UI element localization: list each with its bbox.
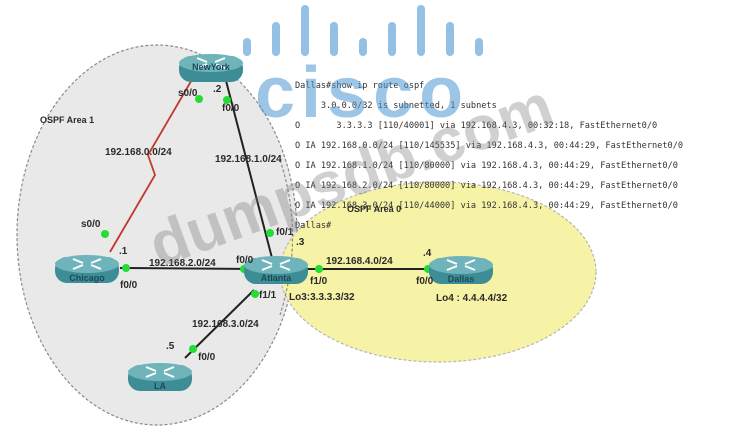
- router-top: [128, 363, 192, 381]
- terminal-line: O IA 192.168.2.0/24 [110/80000] via 192.…: [295, 181, 678, 191]
- router-arrows-icon: [196, 57, 226, 69]
- area-1-label: OSPF Area 1: [40, 115, 95, 125]
- router-arrows-icon: [72, 258, 102, 270]
- area-0-label: OSPF Area 0: [347, 204, 402, 214]
- ospf-area-1-border: [279, 159, 294, 316]
- host-id-atlanta: .3: [296, 237, 305, 248]
- router-arrows-icon: [261, 259, 291, 271]
- cisco-logo-bars: [243, 5, 483, 56]
- if-chicago-s0-0: s0/0: [81, 219, 101, 230]
- router-atlanta[interactable]: [244, 256, 308, 284]
- if-newyork-s0-0: s0/0: [178, 88, 198, 99]
- router-chicago[interactable]: [55, 255, 119, 283]
- host-id-newyork: .2: [213, 84, 222, 95]
- router-top: [429, 256, 493, 274]
- if-atlanta-f0-0: f0/0: [236, 255, 254, 266]
- terminal-line: O 3.3.3.3 [110/40001] via 192.168.4.3, 0…: [295, 121, 658, 131]
- network-label-atlanta-la: 192.168.3.0/24: [192, 319, 259, 330]
- host-id-chicago: .1: [119, 246, 128, 257]
- if-la-f0-0: f0/0: [198, 352, 216, 363]
- network-label-ny-chicago: 192.168.0.0/24: [105, 147, 172, 158]
- terminal-line: 3.0.0.0/32 is subnetted, 1 subnets: [295, 101, 497, 111]
- router-label-atlanta: Atlanta: [260, 273, 292, 283]
- loopback-atlanta: Lo3:3.3.3.3/32: [289, 292, 355, 303]
- router-top: [244, 256, 308, 274]
- terminal-line: O IA 192.168.1.0/24 [110/80000] via 192.…: [295, 161, 678, 171]
- host-id-dallas: .4: [423, 248, 432, 259]
- router-label-chicago: Chicago: [69, 273, 105, 283]
- if-chicago-f0-0: f0/0: [120, 280, 138, 291]
- host-id-la: .5: [166, 341, 175, 352]
- if-atlanta-f1-0: f1/0: [310, 276, 328, 287]
- port-dots: [101, 95, 432, 353]
- port-atlanta-f1-1: [251, 290, 259, 298]
- terminal-line: O IA 192.168.3.0/24 [110/44000] via 192.…: [295, 201, 678, 211]
- loopback-dallas: Lo4 : 4.4.4.4/32: [436, 293, 508, 304]
- if-dallas-f0-0: f0/0: [416, 276, 434, 287]
- port-newyork-s0-0: [195, 95, 203, 103]
- port-newyork-f0-0: [223, 96, 231, 104]
- if-newyork-f0-0: f0/0: [222, 103, 240, 114]
- network-label-atlanta-dallas: 192.168.4.0/24: [326, 256, 393, 267]
- link-chicago-atlanta: [119, 267, 259, 270]
- port-atlanta-f0-1: [266, 229, 274, 237]
- terminal-line: O IA 192.168.0.0/24 [110/145535] via 192…: [295, 141, 684, 151]
- terminal-output: Dallas#show ip route ospf 3.0.0.0/32 is …: [295, 71, 683, 241]
- router-newyork[interactable]: [179, 54, 243, 82]
- router-dallas[interactable]: [429, 256, 493, 284]
- router-label-newyork: NewYork: [192, 62, 230, 72]
- router-la[interactable]: [128, 363, 192, 391]
- link-atlanta-la: [184, 289, 255, 359]
- router-label-la: LA: [154, 381, 166, 391]
- if-atlanta-f1-1: f1/1: [259, 290, 277, 301]
- terminal-end-prompt: Dallas#: [295, 221, 332, 231]
- router-top: [55, 255, 119, 273]
- port-atlanta-f1-0: [315, 265, 323, 273]
- link-newyork-atlanta: [223, 72, 273, 259]
- link-newyork-chicago-serial: [109, 70, 198, 253]
- network-label-chicago-atlanta: 192.168.2.0/24: [149, 258, 216, 269]
- router-arrows-icon: [145, 366, 175, 378]
- router-arrows-icon: [446, 259, 476, 271]
- port-chicago-s0-0: [101, 230, 109, 238]
- router-label-dallas: Dallas: [447, 274, 475, 284]
- router-top: [179, 54, 243, 72]
- port-la-f0-0: [189, 345, 197, 353]
- cisco-logo-watermark: cisco: [255, 53, 470, 133]
- terminal-command: Dallas#show ip route ospf: [295, 81, 425, 91]
- network-label-ny-atlanta: 192.168.1.0/24: [215, 154, 282, 165]
- port-chicago-f0-0: [122, 264, 130, 272]
- if-atlanta-f0-1: f0/1: [276, 227, 294, 238]
